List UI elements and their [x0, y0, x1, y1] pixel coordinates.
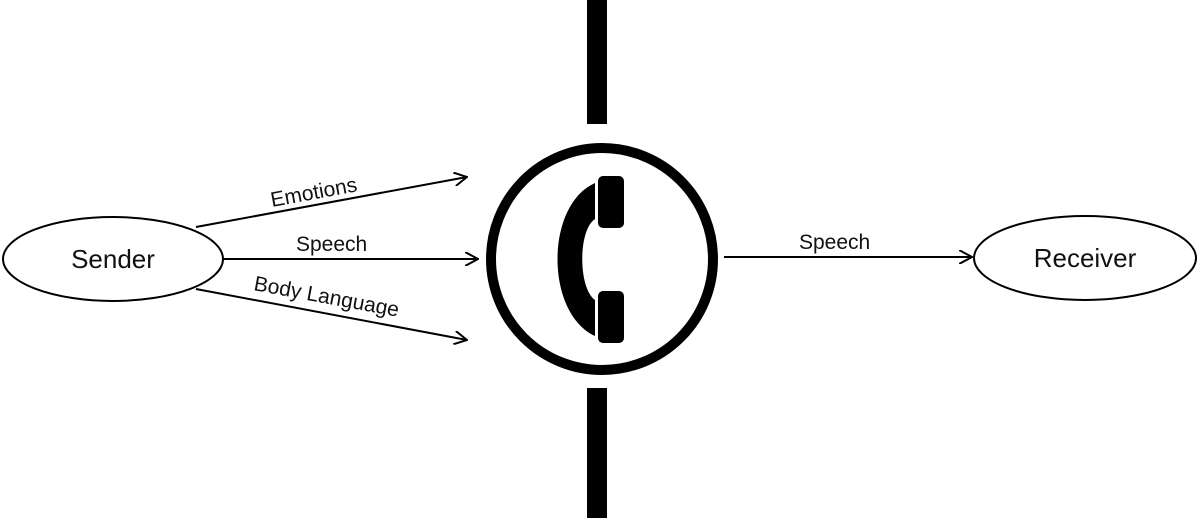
- emotions-arrow: [195, 177, 467, 228]
- speech-in-label: Speech: [296, 233, 367, 256]
- speech-out-label: Speech: [799, 231, 870, 254]
- channel-circle: [486, 143, 718, 375]
- receiver-ellipse: [973, 215, 1197, 301]
- receiver-node: Receiver: [973, 215, 1197, 301]
- barrier-bottom: [587, 388, 607, 518]
- channel-node: [486, 143, 718, 375]
- sender-ellipse: [2, 216, 224, 302]
- phone-handset-icon: [557, 176, 624, 343]
- receiver-label: Receiver: [1034, 243, 1137, 273]
- body-language-arrow: [195, 288, 467, 340]
- barrier-top: [587, 0, 607, 124]
- sender-label: Sender: [71, 244, 155, 274]
- sender-node: Sender: [2, 216, 224, 302]
